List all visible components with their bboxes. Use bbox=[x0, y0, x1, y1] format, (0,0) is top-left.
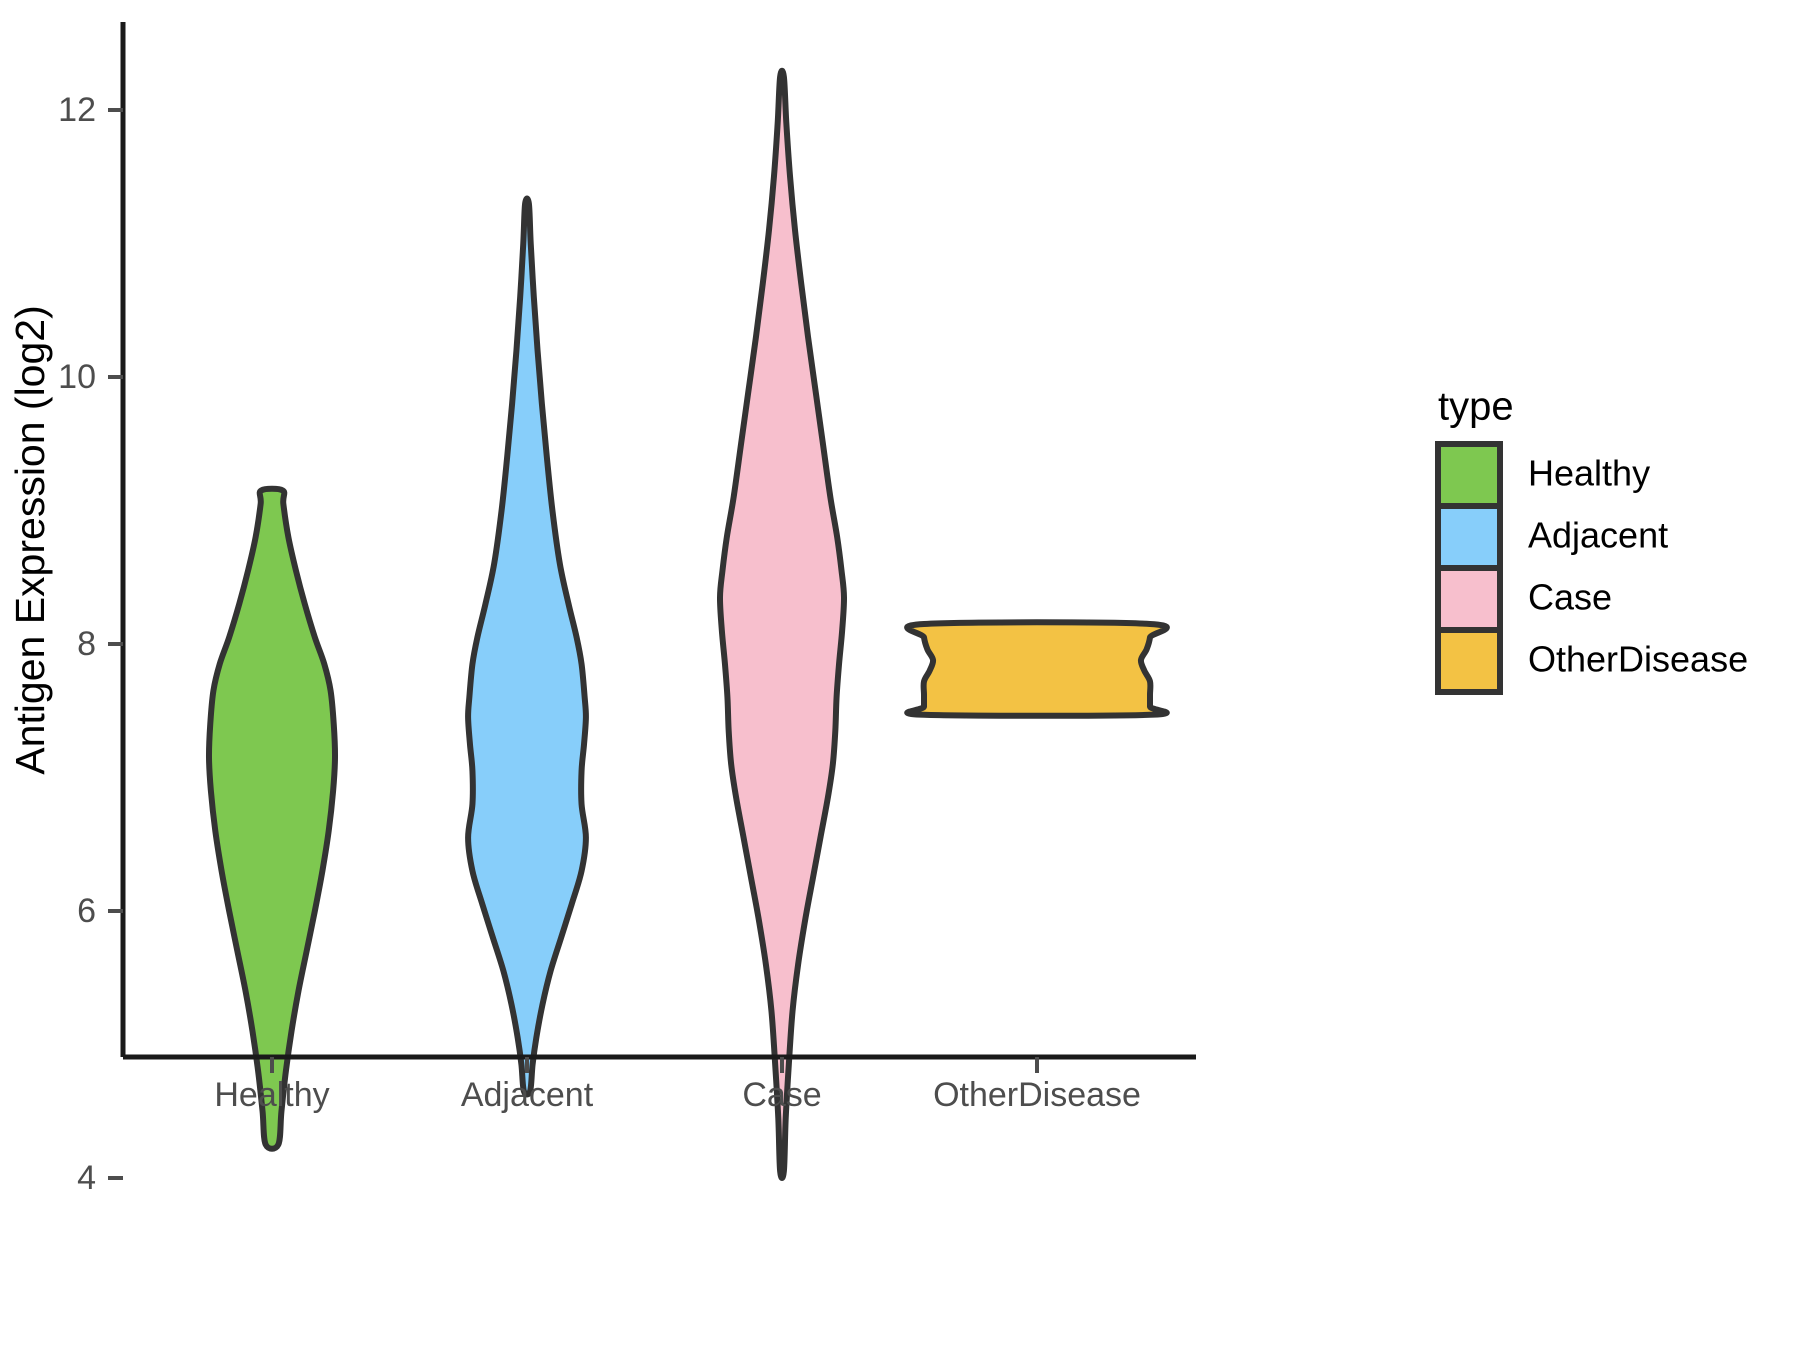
x-tick-label-adjacent: Adjacent bbox=[461, 1076, 594, 1114]
y-axis-ticks: 12 10 8 6 4 bbox=[58, 91, 123, 1197]
y-tick-label: 12 bbox=[58, 91, 96, 129]
legend-title: type bbox=[1438, 385, 1514, 429]
y-tick-label: 6 bbox=[77, 892, 96, 930]
legend-label-case: Case bbox=[1528, 577, 1612, 618]
y-tick-label: 10 bbox=[58, 358, 96, 396]
violin-series-group bbox=[205, 67, 1170, 1182]
legend-label-otherdisease: OtherDisease bbox=[1528, 639, 1748, 680]
legend-label-adjacent: Adjacent bbox=[1528, 515, 1668, 556]
legend-swatch-adjacent[interactable] bbox=[1435, 503, 1503, 571]
violin-adjacent[interactable] bbox=[465, 195, 589, 1098]
legend-swatch-otherdisease[interactable] bbox=[1435, 627, 1503, 695]
x-tick-label-otherdisease: OtherDisease bbox=[933, 1076, 1141, 1114]
y-tick-label: 4 bbox=[77, 1159, 96, 1197]
y-tick-label: 8 bbox=[77, 625, 96, 663]
violin-healthy[interactable] bbox=[205, 485, 339, 1152]
violin-otherdisease[interactable] bbox=[904, 619, 1170, 719]
x-tick-label-healthy: Healthy bbox=[214, 1076, 329, 1114]
x-tick-label-case: Case bbox=[742, 1076, 821, 1114]
legend-swatch-case[interactable] bbox=[1435, 565, 1503, 633]
legend-label-healthy: Healthy bbox=[1528, 453, 1650, 494]
y-axis-title: Antigen Expression (log2) bbox=[7, 305, 53, 774]
x-axis-ticks: Healthy Adjacent Case OtherDisease bbox=[214, 1057, 1141, 1114]
violin-case[interactable] bbox=[716, 67, 848, 1182]
legend-swatch-healthy[interactable] bbox=[1435, 441, 1503, 509]
